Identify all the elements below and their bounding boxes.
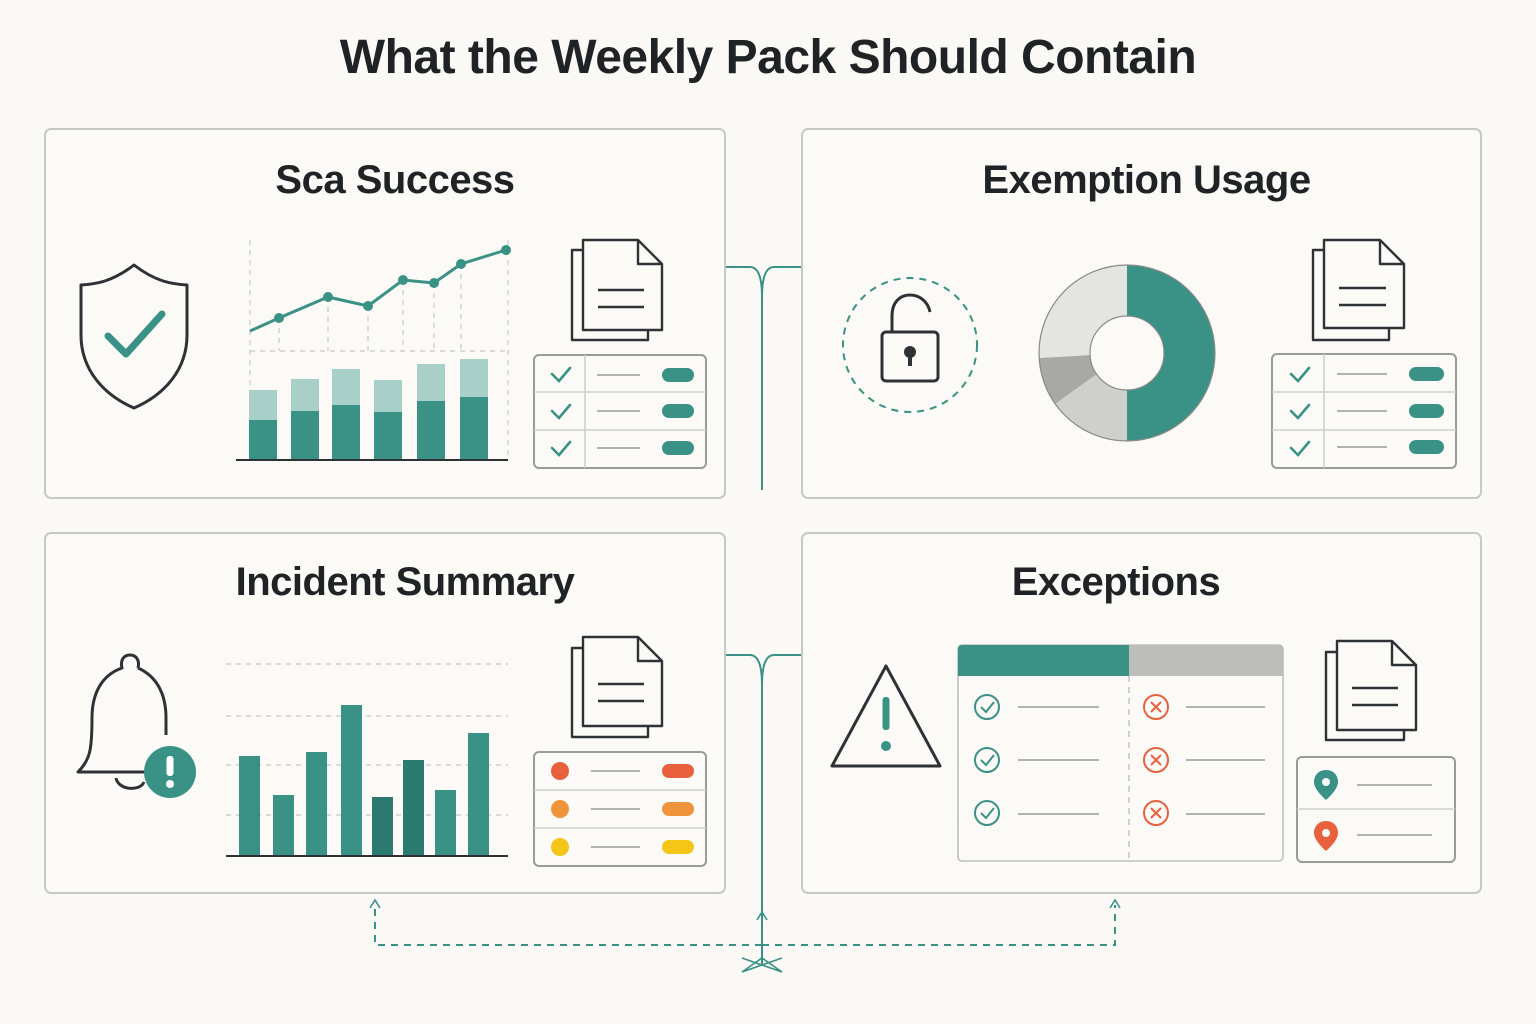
check-icon	[550, 366, 572, 457]
bar-dark	[374, 412, 402, 460]
arrow-right	[1109, 898, 1121, 909]
bar	[341, 705, 362, 856]
bars-stacked	[249, 359, 488, 460]
checklist	[1271, 353, 1457, 469]
bar	[372, 797, 393, 856]
status-dot-red	[551, 762, 569, 780]
spine-arrow	[756, 910, 768, 921]
donut-slice-gray-light	[1038, 264, 1127, 358]
status-dot-yellow	[551, 838, 569, 856]
pass-fail-table	[957, 644, 1284, 862]
teal-pin-icon	[1314, 770, 1338, 800]
donut-slice-gray-mid	[1039, 355, 1097, 404]
orange-pin-icon	[1314, 821, 1338, 851]
status-dot-orange	[551, 800, 569, 818]
donut-slice-gray	[1055, 374, 1127, 442]
panel-title-exceptions: Exceptions	[1011, 560, 1221, 604]
bar-dark	[417, 401, 445, 460]
donut-chart	[1038, 264, 1216, 442]
connector-foot	[741, 957, 783, 973]
status-list	[533, 751, 707, 867]
arrow-left	[369, 898, 381, 909]
connector-bottom	[725, 654, 801, 686]
unlock-icon	[842, 277, 978, 413]
incident-bar-chart	[226, 663, 508, 857]
x-icon	[1143, 694, 1169, 826]
bar	[403, 760, 424, 856]
document-icon	[570, 635, 664, 739]
bar	[239, 756, 260, 856]
line-bar-chart	[236, 240, 511, 461]
checklist	[533, 354, 707, 469]
bar-dark	[332, 405, 360, 460]
document-icon	[1311, 238, 1406, 342]
bell-alert-icon	[76, 653, 196, 798]
panel-title-exemption-usage: Exemption Usage	[982, 158, 1311, 202]
shield-check-icon	[79, 263, 189, 410]
bar	[435, 790, 456, 856]
check-icon	[974, 694, 1000, 826]
dashed-return-left	[374, 905, 762, 946]
connector-top	[725, 266, 801, 298]
document-icon	[570, 238, 664, 342]
document-icon	[1324, 639, 1418, 742]
warning-icon	[830, 664, 942, 768]
bar-dark	[291, 411, 319, 460]
location-list	[1296, 756, 1456, 863]
panel-title-sca-success: Sca Success	[275, 158, 515, 202]
bar	[273, 795, 294, 856]
connectors	[369, 266, 1121, 973]
bar-dark	[460, 397, 488, 460]
bar	[306, 752, 327, 856]
dashed-return-right	[762, 905, 1116, 946]
panel-title-incident-summary: Incident Summary	[235, 560, 575, 604]
check-icon	[1289, 366, 1311, 457]
trend-points	[274, 245, 511, 323]
trend-line	[249, 248, 507, 333]
donut-slice-teal	[1127, 265, 1215, 441]
bar	[468, 733, 489, 856]
bar-dark	[249, 420, 277, 460]
page-title: What the Weekly Pack Should Contain	[339, 31, 1197, 84]
